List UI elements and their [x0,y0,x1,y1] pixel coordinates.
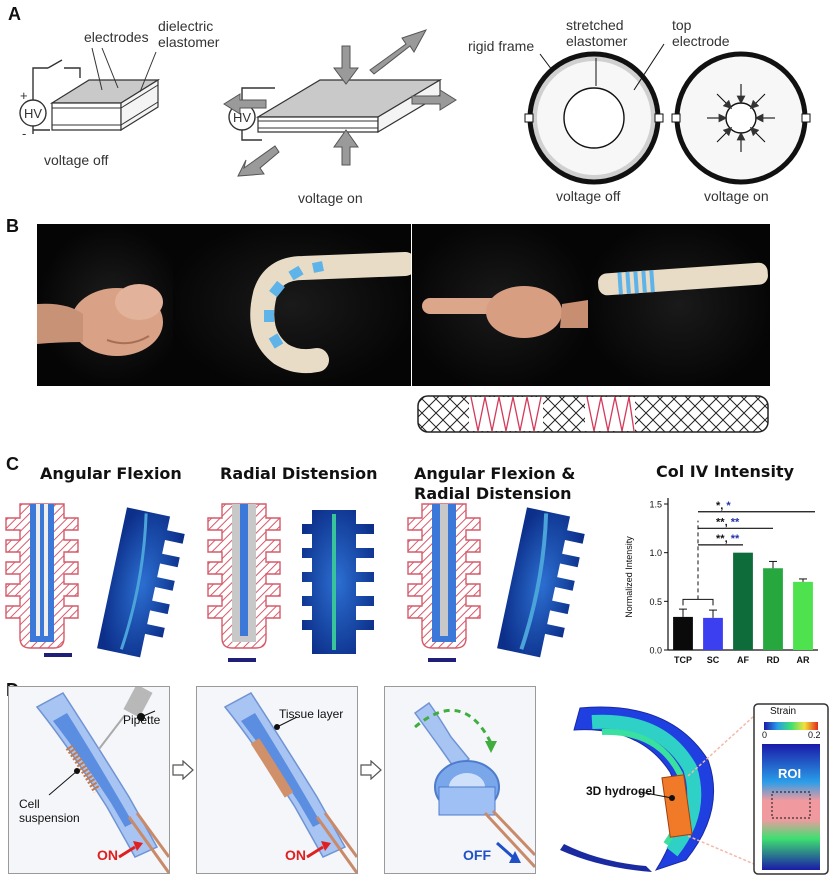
title-ar-line2: Radial Distension [414,484,572,503]
fist-hand-image [37,284,163,356]
elastomer-block-off [49,78,161,132]
bar-TCP [673,616,693,650]
plus-label-left: + [20,88,28,103]
voltage-off-label-right: voltage off [556,188,621,204]
stretched-elastomer-label: elastomer [566,33,628,49]
x-tick-label-RD: RD [767,655,780,665]
step-panel-cell-loading: Pipette Cell suspension ON [8,686,170,874]
x-tick-label-TCP: TCP [674,655,692,665]
bar-SC [703,617,723,650]
panel-label-b: B [6,216,19,236]
elastomer-label: elastomer [158,34,220,50]
off-label: OFF [463,847,491,863]
straight-actuator-image [598,262,768,296]
voltage-off-label-left: voltage off [44,152,109,168]
significance-label-AF: **, ** [716,533,740,545]
elastomer-block-on [255,78,443,134]
x-tick-label-SC: SC [707,655,720,665]
y-tick-label-0: 0.0 [649,646,662,656]
bar-AF [733,552,753,650]
cell-suspension-label-2: suspension [19,811,80,825]
hv-label-middle: HV [233,110,252,125]
electrodes-label: electrodes [84,29,149,45]
voltage-on-label-middle: voltage on [298,190,363,206]
title-ar-line1: Angular Flexion & [414,464,576,483]
significance-label-AR: *, * [716,500,731,512]
strain-min-label: 0 [762,730,768,740]
significance-label-RD: **, ** [716,516,740,528]
on-label-2: ON [285,847,306,863]
roi-label: ROI [778,766,802,781]
pipette-label: Pipette [123,713,161,727]
x-tick-label-AF: AF [737,655,749,665]
bar-AR [793,581,813,650]
control-group-bracket [682,598,714,606]
x-tick-label-AR: AR [797,655,810,665]
schematic-radial-distension [207,503,374,662]
hv-label-left: HV [24,106,43,121]
step-arrow-1 [172,760,194,780]
y-tick-label-3: 1.5 [649,500,662,510]
hydrogel-label: 3D hydrogel [586,784,656,798]
top-label: top [672,17,692,33]
on-label-1: ON [97,847,118,863]
bar-RD [763,568,783,650]
step-arrow-2 [360,760,382,780]
pointing-hand-image [422,286,588,338]
stretched-label: stretched [566,17,624,33]
cell-suspension-label-1: Cell [19,797,40,811]
dielectric-label: dielectric [158,18,214,34]
tissue-layer-label: Tissue layer [279,707,344,721]
voltage-on-label-right: voltage on [704,188,769,204]
tissue-layer-image [223,692,357,873]
strain-max-label: 0.2 [808,730,821,740]
chart-title: Col IV Intensity [656,462,795,481]
title-angular-flexion: Angular Flexion [40,464,182,483]
hydrogel-strain-model [560,703,829,875]
dielectric-actuator-schematic [19,29,811,185]
panel-label-c: C [6,454,19,474]
cell-loading-image [35,687,169,873]
expansion-arrows [223,29,457,177]
photo-fist [37,224,173,386]
photo-straight-actuator [588,224,770,386]
flexion-image [413,701,535,869]
ring-voltage-off [524,43,665,185]
ring-voltage-on [671,51,811,185]
photo-bent-actuator [173,224,411,386]
y-tick-label-2: 1.0 [649,548,662,558]
top-electrode-label: electrode [672,33,730,49]
step-panel-flexion: OFF [384,686,536,874]
bent-actuator-image [250,252,411,374]
minus-label-left: - [22,126,27,141]
schematic-angular-flexion [5,503,185,658]
device-schematics [5,503,585,662]
y-tick-label-1: 0.5 [649,597,662,607]
schematic-af-rd [407,503,585,662]
title-radial-distension: Radial Distension [220,464,378,483]
rigid-frame-label: rigid frame [468,38,535,54]
voltage-off-circuit [19,59,81,134]
mesh-tube-diagram [417,395,769,433]
step-panel-tissue-layer: Tissue layer ON [196,686,358,874]
strain-label: Strain [770,706,797,717]
y-axis-label: Normalized Intensity [624,536,634,618]
photo-pointing-hand [412,224,588,386]
panel-label-a: A [8,4,21,24]
